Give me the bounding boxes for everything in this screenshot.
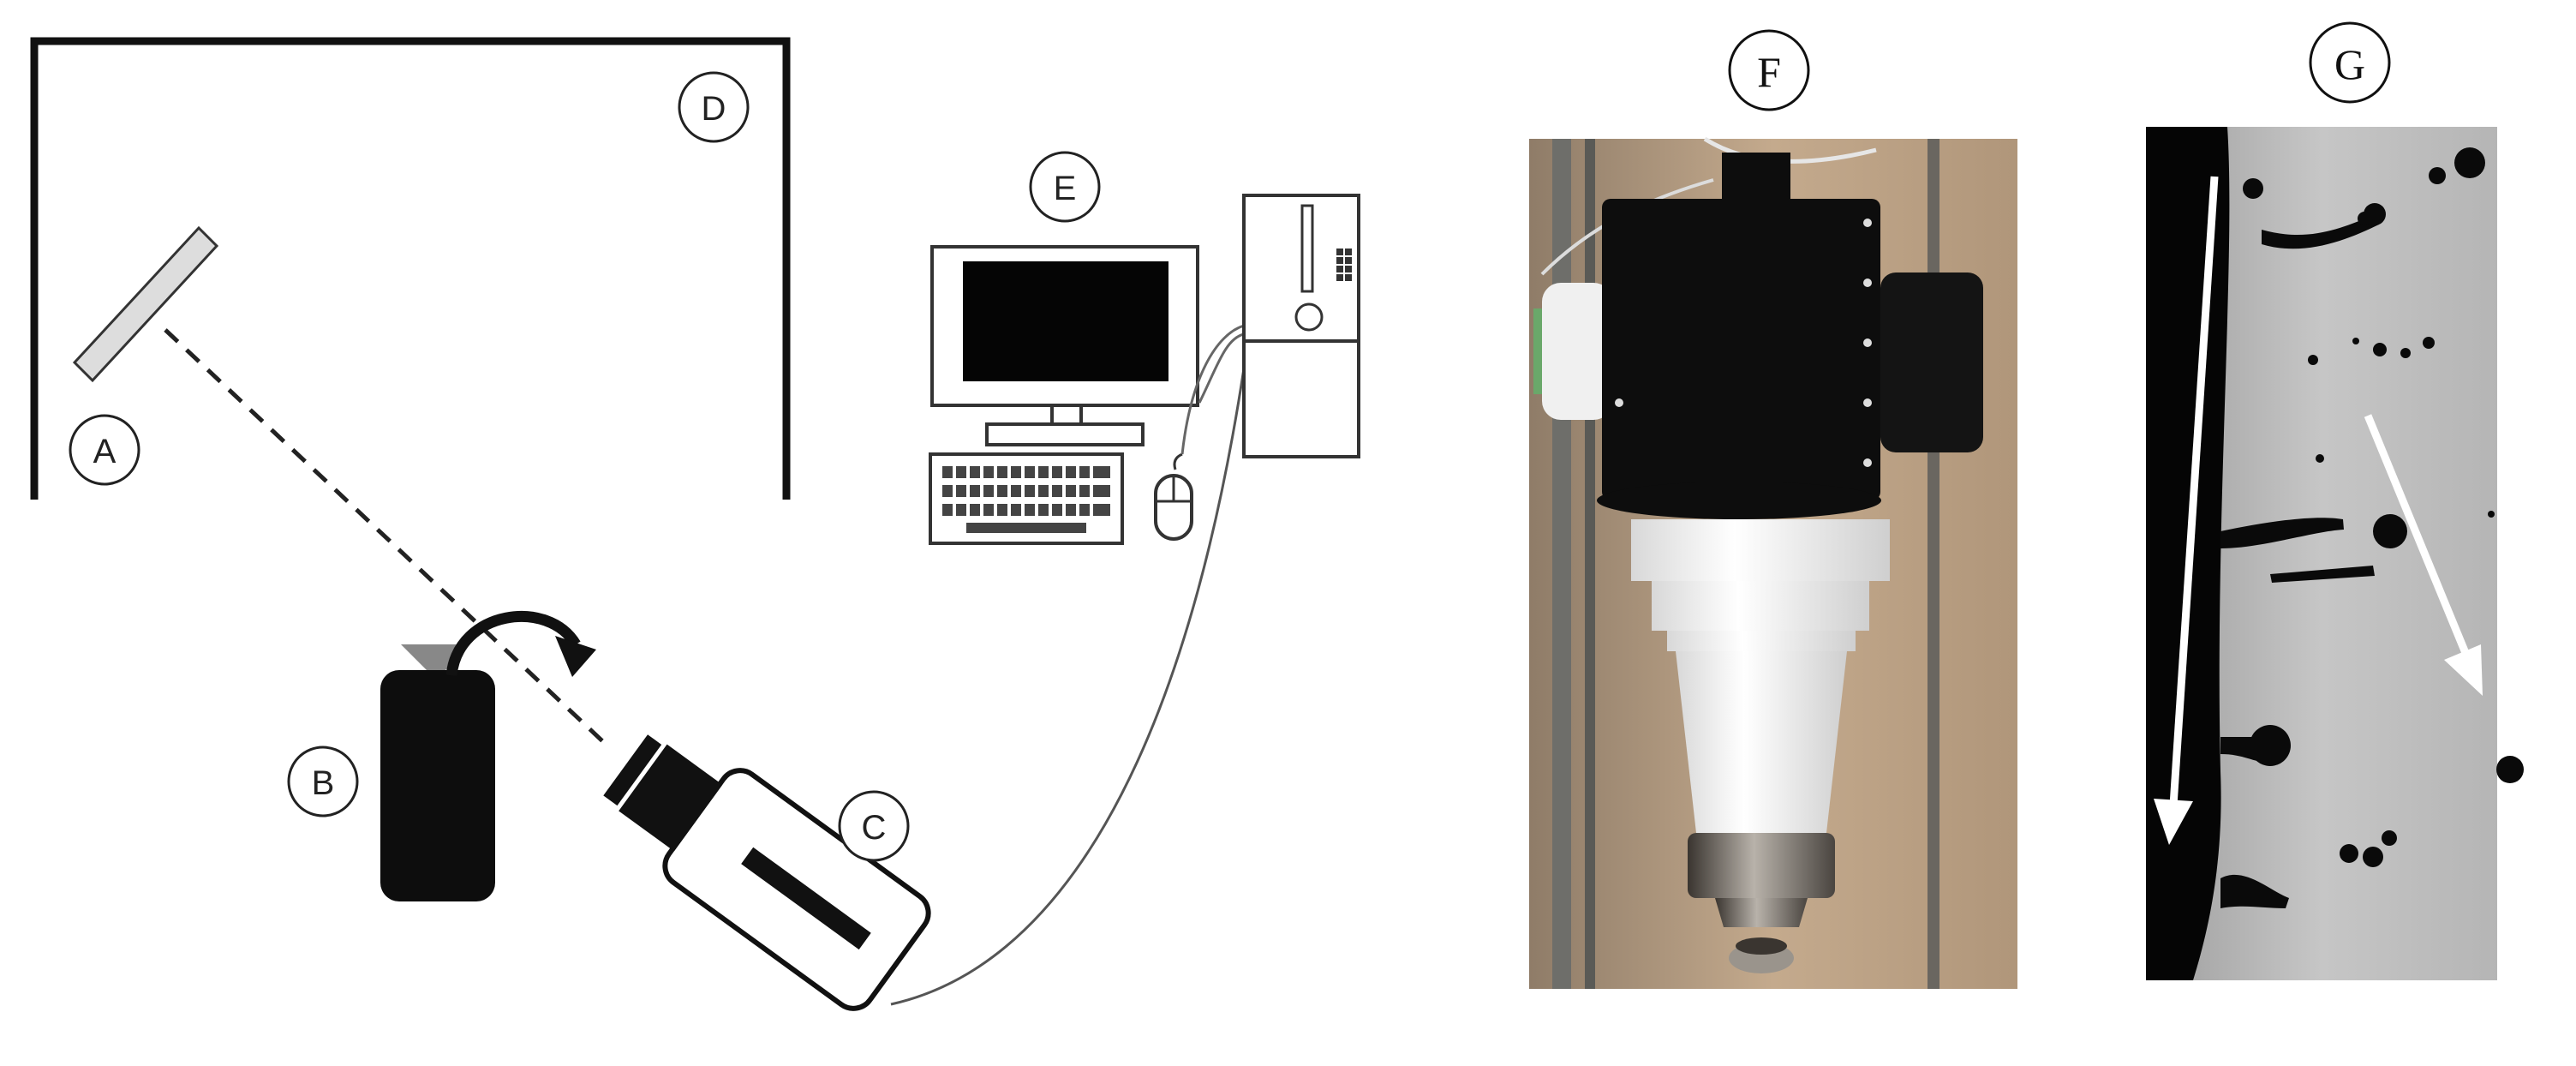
chamber-outline (30, 37, 791, 500)
svg-text:D: D (702, 90, 726, 128)
keyboard-icon (929, 452, 1124, 545)
high-speed-camera-icon (603, 734, 931, 1011)
mirror-icon (72, 225, 219, 383)
svg-text:E: E (1054, 170, 1077, 207)
light-source-icon (380, 644, 495, 901)
svg-text:A: A (93, 433, 117, 470)
mouse-icon (1154, 452, 1193, 541)
computer-label: E (1029, 151, 1101, 223)
svg-text:F: F (1757, 48, 1781, 96)
data-cable (890, 368, 1246, 1006)
monitor-icon (930, 245, 1199, 446)
camera-photo (1529, 136, 2017, 989)
svg-text:C: C (862, 809, 887, 847)
computer-group (929, 194, 1360, 545)
mirror-label: A (69, 414, 140, 486)
flow-arrow-icon (2154, 176, 2219, 845)
optical-path-line (164, 328, 612, 750)
flow-arrow-icon-2 (2364, 414, 2483, 696)
light-source-label: B (287, 746, 359, 817)
svg-text:B: B (312, 764, 335, 802)
droplet-image-label: G (2309, 21, 2391, 104)
pc-tower-icon (1242, 194, 1360, 458)
camera-label: C (838, 790, 910, 862)
svg-text:G: G (2334, 40, 2365, 88)
camera-photo-label: F (1728, 29, 1810, 111)
droplet-image (2146, 127, 2524, 980)
chamber-label: D (678, 71, 750, 143)
rotation-arrow-icon (445, 611, 596, 677)
